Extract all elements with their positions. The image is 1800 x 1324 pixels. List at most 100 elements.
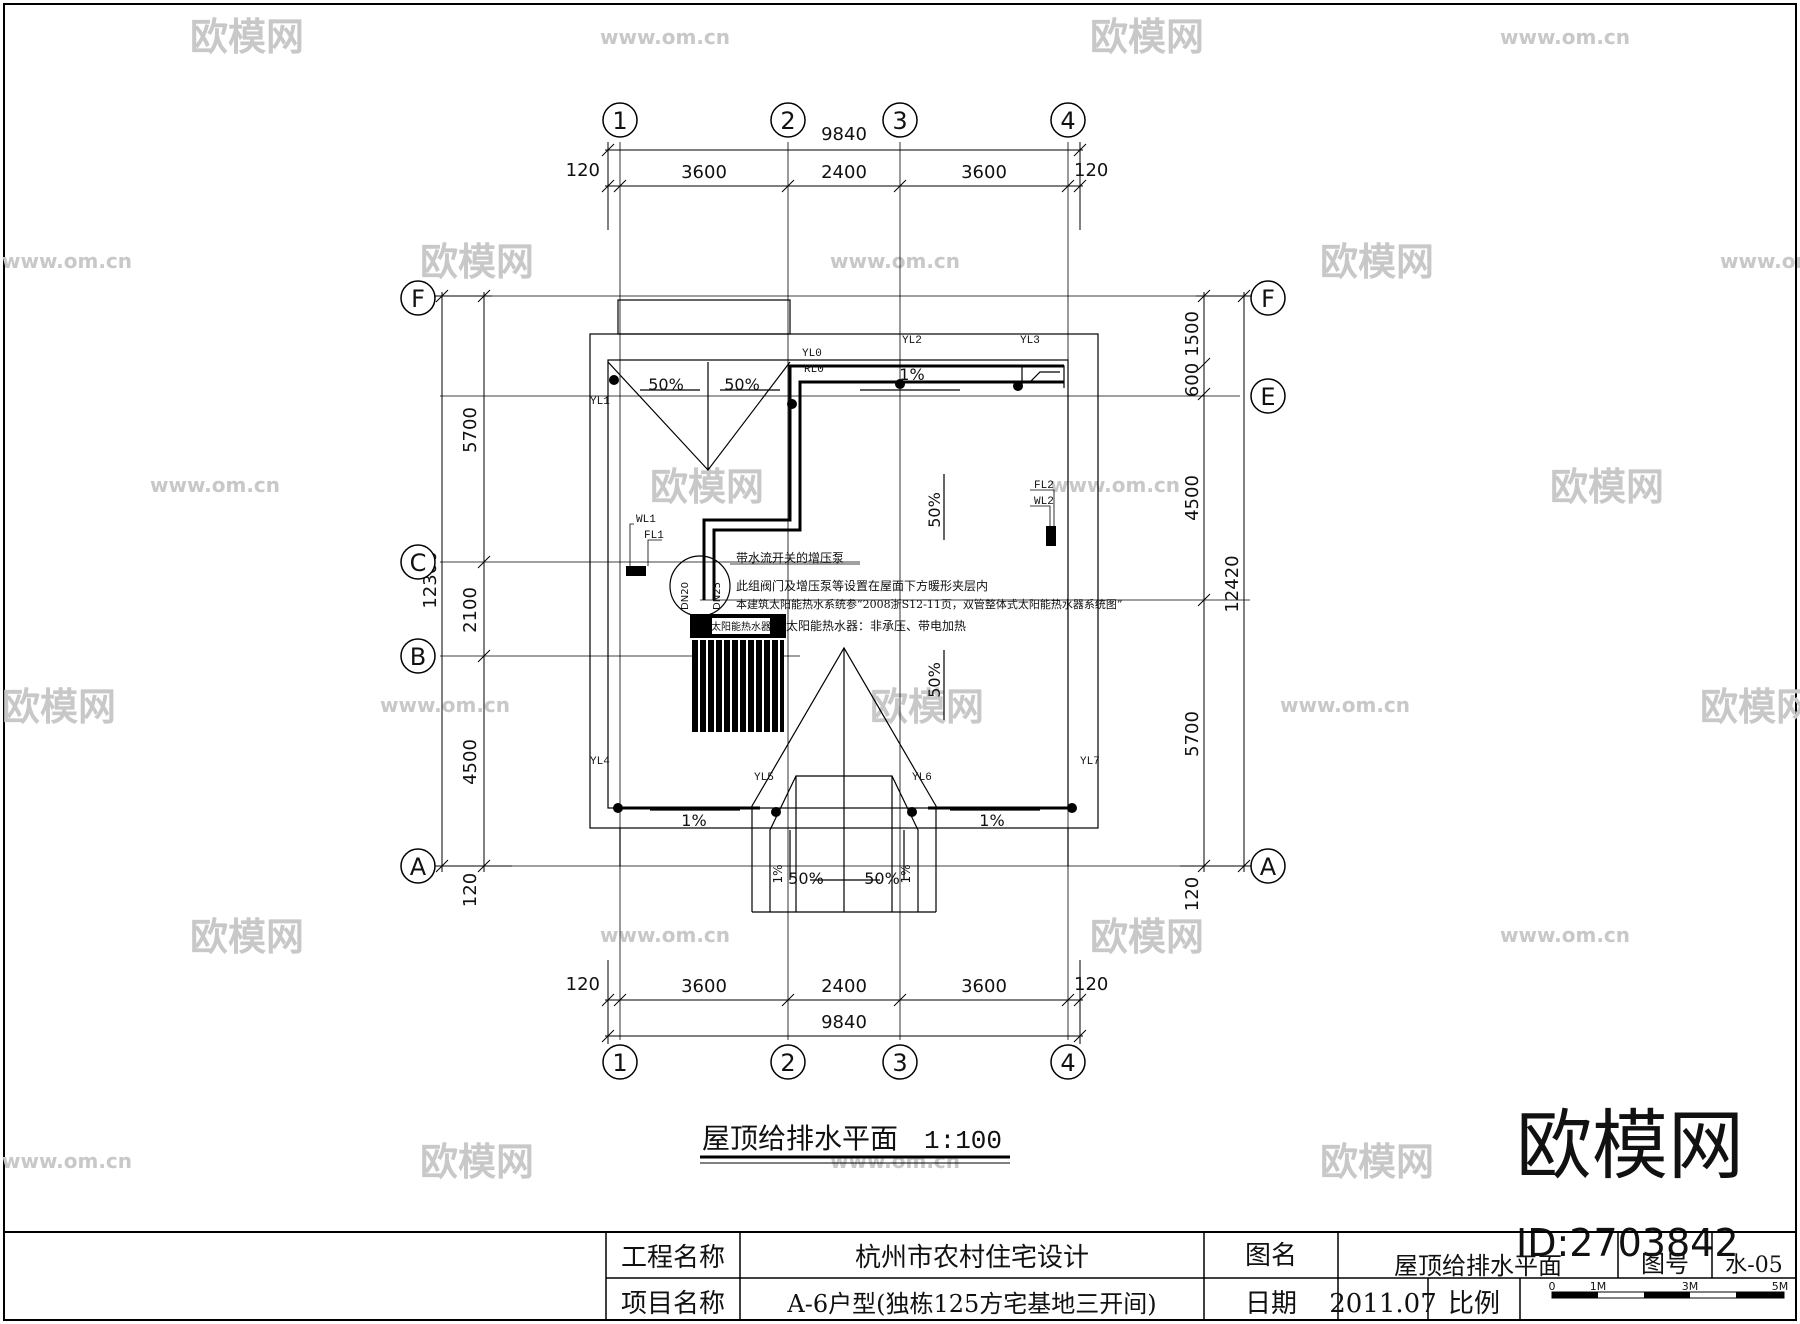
dim-right-segment-4: 5700 bbox=[1182, 711, 1203, 757]
watermark-url: www.om.cn bbox=[1050, 473, 1180, 497]
axis-bubbles-left bbox=[400, 280, 436, 884]
equipment-note: 此组阀门及增压泵等设置在屋面下方暖形夹层内 bbox=[736, 578, 988, 593]
axis-bubbles-top bbox=[602, 102, 1086, 138]
title-block bbox=[4, 1231, 1796, 1320]
scale-tick: 5M bbox=[1772, 1280, 1789, 1293]
date-value: 2011.07 bbox=[1329, 1289, 1437, 1319]
equipment-note: 本建筑太阳能热水系统参“2008浙S12-11页，双管整体式太阳能热水器系统图” bbox=[736, 597, 1123, 611]
drain-point bbox=[613, 803, 623, 813]
pipe-size-label: DN20 bbox=[680, 582, 691, 610]
axis-label-E-right: E bbox=[1260, 383, 1275, 411]
drawing-scale: 1:100 bbox=[924, 1126, 1002, 1156]
drain-point bbox=[771, 807, 781, 817]
slope-label: 1% bbox=[899, 365, 924, 384]
slope-arrows bbox=[640, 389, 1040, 881]
item-label: 项目名称 bbox=[621, 1289, 725, 1319]
watermark-id: ID:2703842 bbox=[1516, 1221, 1739, 1265]
axis-label-A-left: A bbox=[410, 853, 427, 881]
axis-label-F-left: F bbox=[411, 285, 425, 313]
axis-bubbles-bottom bbox=[602, 1044, 1086, 1080]
dim-right-edge: 120 bbox=[1182, 877, 1203, 911]
pipe-size-label: DN25 bbox=[712, 582, 723, 610]
watermark-url: www.om.cn bbox=[380, 693, 510, 717]
dim-edge-left-top: 120 bbox=[566, 160, 600, 181]
axis-label-4-top: 4 bbox=[1060, 107, 1075, 135]
watermark-brand: 欧模网 bbox=[190, 14, 304, 59]
watermark-brand: 欧模网 bbox=[1550, 464, 1664, 509]
pipe-tag: YL6 bbox=[912, 772, 932, 784]
watermark-brand: 欧模网 bbox=[420, 1139, 534, 1184]
axis-label-1-bottom: 1 bbox=[612, 1049, 627, 1077]
dim-edge-right-bottom: 120 bbox=[1074, 974, 1108, 995]
dim-bay-2-top: 2400 bbox=[821, 162, 867, 183]
project-label: 工程名称 bbox=[621, 1243, 725, 1273]
watermark-url: www.om.cn bbox=[150, 473, 280, 497]
drawing-number: 水-05 bbox=[1725, 1253, 1782, 1278]
scale-tick: 0 bbox=[1549, 1280, 1556, 1293]
scale-tick: 1M bbox=[1590, 1280, 1607, 1293]
axis-label-2-bottom: 2 bbox=[780, 1049, 795, 1077]
watermark-brand: 欧模网 bbox=[1320, 239, 1434, 284]
solar-heater bbox=[690, 614, 786, 732]
right-dimensions bbox=[1180, 289, 1252, 873]
brand-logo: 欧模网 bbox=[1516, 1101, 1744, 1190]
slope-label: 1% bbox=[979, 811, 1004, 830]
slope-label: 50% bbox=[648, 375, 684, 394]
pipe-tag: FL2 bbox=[1034, 480, 1054, 492]
watermark-brand: 欧模网 bbox=[1700, 684, 1800, 729]
drain-point bbox=[907, 807, 917, 817]
pipe-tag: YL5 bbox=[754, 772, 774, 784]
axis-label-F-right: F bbox=[1261, 285, 1275, 313]
watermark-url: www.om.cn bbox=[600, 25, 730, 49]
dim-overall-width-top: 9840 bbox=[821, 124, 867, 145]
pipe-tag: WL2 bbox=[1034, 496, 1054, 508]
watermark-url: www.om.cn bbox=[1280, 693, 1410, 717]
watermark-url: www.om.cn bbox=[1720, 249, 1800, 273]
dim-bay-1-top: 3600 bbox=[681, 162, 727, 183]
pipe-network bbox=[614, 364, 1068, 810]
drain-point bbox=[1067, 803, 1077, 813]
dim-right-segment-2: 600 bbox=[1182, 363, 1203, 397]
watermark-brand: 欧模网 bbox=[870, 684, 984, 729]
watermark-url: www.om.cn bbox=[2, 1149, 132, 1173]
pipe-tags: YL1 YL2 YL3 YL4 YL5 YL6 YL7 YL0 FL1 FL2 … bbox=[590, 335, 1100, 784]
drawing-number-label: 图号 bbox=[1641, 1250, 1689, 1278]
item-name: A-6户型(独栋125方宅基地三开间) bbox=[786, 1290, 1156, 1318]
drain-point bbox=[626, 566, 646, 576]
dim-bay-1-bottom: 3600 bbox=[681, 976, 727, 997]
pipe-tag: YL0 bbox=[802, 348, 822, 360]
axis-label-C-left: C bbox=[410, 549, 427, 577]
dim-overall-width-bottom: 9840 bbox=[821, 1012, 867, 1033]
dim-right-overall: 12420 bbox=[1222, 555, 1243, 612]
watermark-url: www.om.cn bbox=[2, 249, 132, 273]
roof-drains bbox=[609, 375, 1077, 817]
watermark-brand: 欧模网 bbox=[650, 464, 764, 509]
tag-leaders bbox=[629, 489, 1055, 566]
scale-tick: 3M bbox=[1682, 1280, 1699, 1293]
pipe-tag: YL1 bbox=[590, 396, 610, 408]
drawing-title: 屋顶给排水平面 bbox=[702, 1122, 898, 1155]
equipment-note: 带水流开关的增压泵 bbox=[736, 550, 844, 565]
sheet-border bbox=[3, 3, 1797, 1321]
watermark-layer: 欧模网 www.om.cn 欧模网 www.om.cn www.om.cn 欧模… bbox=[2, 14, 1800, 1184]
pipe-tag: RL0 bbox=[804, 364, 824, 376]
watermark-brand: 欧模网 bbox=[2, 684, 116, 729]
axis-label-A-right: A bbox=[1260, 853, 1277, 881]
dim-edge-left-bottom: 120 bbox=[566, 974, 600, 995]
drain-point bbox=[895, 379, 905, 389]
slope-label: 1% bbox=[899, 864, 913, 883]
scale-label: 比例 bbox=[1448, 1289, 1500, 1319]
slope-label: 50% bbox=[788, 869, 824, 888]
watermark-url: www.om.cn bbox=[830, 249, 960, 273]
dim-left-segment-2: 2100 bbox=[460, 587, 481, 633]
axis-label-B-left: B bbox=[410, 643, 426, 671]
watermark-url: www.om.cn bbox=[600, 923, 730, 947]
heater-label-box bbox=[712, 618, 770, 634]
dim-bay-3-top: 3600 bbox=[961, 162, 1007, 183]
pipe-tag: YL4 bbox=[590, 756, 610, 768]
pipe-tag: YL7 bbox=[1080, 756, 1100, 768]
slope-label: 50% bbox=[724, 375, 760, 394]
watermark-brand: 欧模网 bbox=[190, 914, 304, 959]
dim-left-segment-3: 4500 bbox=[460, 739, 481, 785]
